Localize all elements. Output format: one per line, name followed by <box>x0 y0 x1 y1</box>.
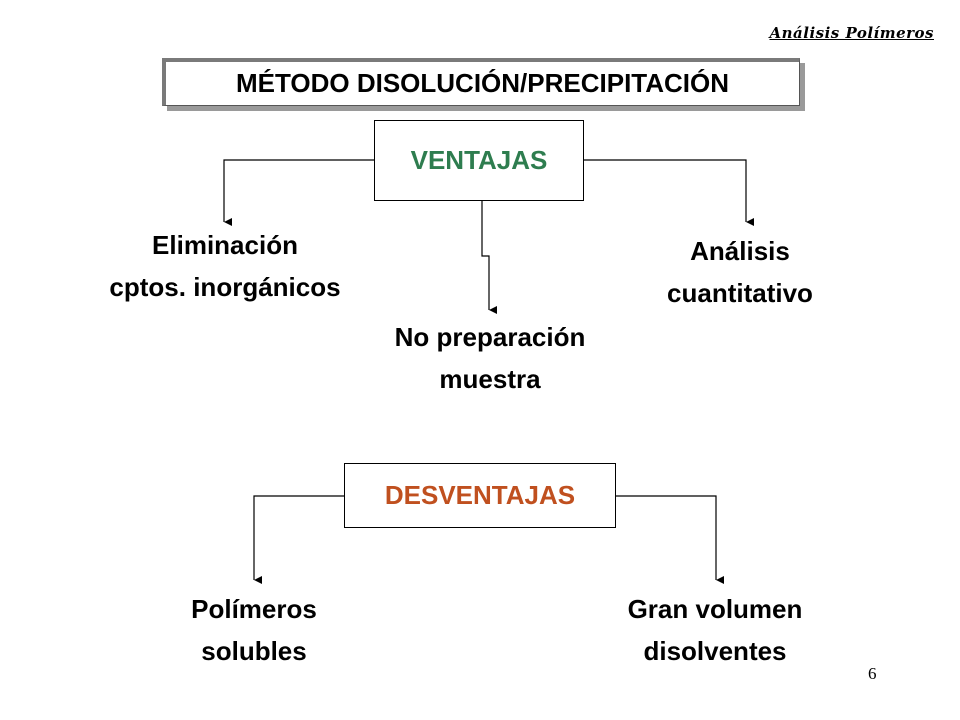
disadvantage-item-line2: disolventes <box>643 636 787 666</box>
advantage-item: Análisis cuantitativo <box>620 230 860 314</box>
disadvantage-item: Gran volumen disolventes <box>580 588 850 672</box>
page-title: MÉTODO DISOLUCIÓN/PRECIPITACIÓN <box>235 68 730 98</box>
disadvantage-item-line2: solubles <box>201 636 307 666</box>
advantage-item-line2: cptos. inorgánicos <box>109 272 341 302</box>
title-box: MÉTODO DISOLUCIÓN/PRECIPITACIÓN <box>162 58 800 106</box>
header-tag: Análisis Polímeros <box>769 24 934 42</box>
advantage-item: Eliminación cptos. inorgánicos <box>70 224 380 308</box>
advantage-item-line1: Análisis <box>690 236 790 266</box>
connector-disadvantages-right <box>616 495 724 584</box>
connector-advantages-right <box>584 159 754 226</box>
advantage-item-line1: No preparación <box>394 322 586 352</box>
advantage-item-line1: Eliminación <box>152 230 298 260</box>
advantage-item: No preparación muestra <box>340 316 640 400</box>
advantage-item-line2: muestra <box>439 364 541 394</box>
connector-advantages-left <box>223 159 374 226</box>
disadvantage-item: Polímeros solubles <box>134 588 374 672</box>
disadvantage-item-line1: Gran volumen <box>627 594 803 624</box>
disadvantages-box: DESVENTAJAS <box>344 463 616 528</box>
connector-advantages-center <box>481 201 497 314</box>
disadvantages-heading: DESVENTAJAS <box>384 480 576 510</box>
connector-disadvantages-left <box>253 495 344 584</box>
page-number: 6 <box>868 664 877 683</box>
advantages-box: VENTAJAS <box>374 120 584 201</box>
disadvantage-item-line1: Polímeros <box>191 594 317 624</box>
advantage-item-line2: cuantitativo <box>667 278 813 308</box>
advantages-heading: VENTAJAS <box>410 145 548 175</box>
